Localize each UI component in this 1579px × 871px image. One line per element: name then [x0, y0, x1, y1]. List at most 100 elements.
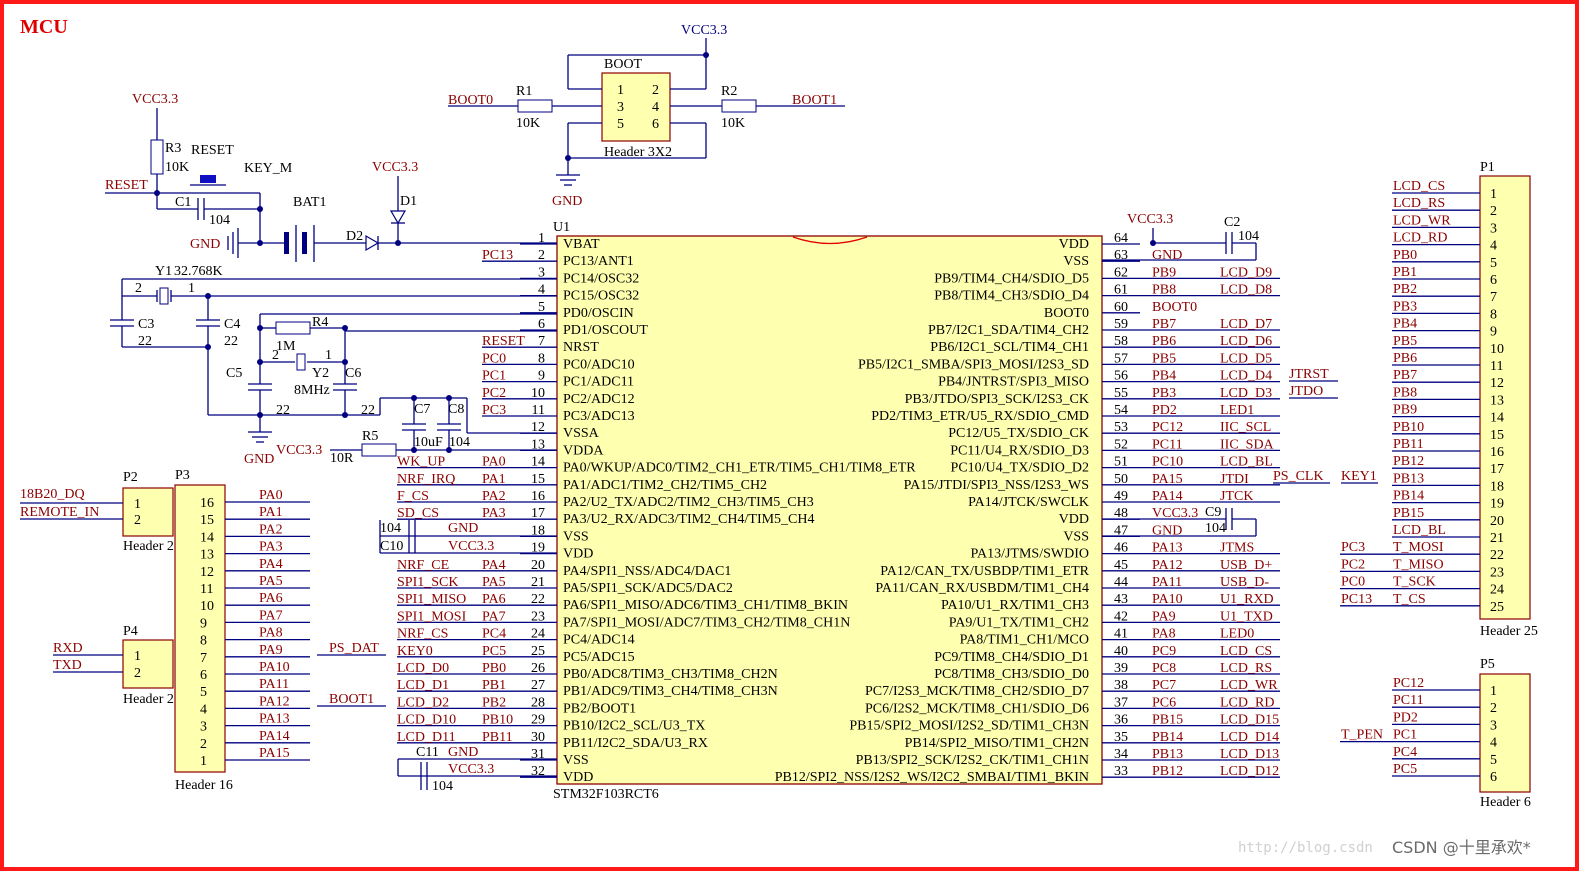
- mcu-net-label: PC1: [482, 369, 506, 384]
- mcu-signal-label: LCD_RD: [1220, 695, 1274, 710]
- mcu-pin-name: VSS: [1063, 529, 1089, 544]
- mcu-signal-label: LCD_D10: [397, 713, 456, 728]
- p1-pin-number: 20: [1490, 514, 1504, 529]
- mcu-pin-number: 8: [538, 351, 545, 366]
- mcu-pin-number: 10: [531, 386, 545, 401]
- p1-net-label: PB11: [1393, 437, 1424, 452]
- p1-pin-number: 16: [1490, 445, 1504, 460]
- mcu-pin-name: PA12/CAN_TX/USBDP/TIM1_ETR: [880, 564, 1089, 579]
- p3-net-label: PA5: [259, 574, 283, 589]
- mcu-net-label: PA1: [482, 472, 506, 487]
- r3-val: 10K: [165, 160, 189, 175]
- mcu-pin-name: VDD: [563, 770, 593, 785]
- mcu-pin-number: 14: [531, 455, 545, 470]
- mcu-pin-number: 1: [538, 231, 545, 246]
- mcu-pin-number: 11: [532, 403, 545, 418]
- mcu-net-label: VCC3.3: [1152, 506, 1198, 521]
- p1-net-label: PB15: [1393, 506, 1424, 521]
- mcu-pin-number: 51: [1114, 455, 1128, 470]
- mcu-net-label: PB7: [1152, 317, 1176, 332]
- p3-pin-number: 9: [200, 616, 207, 631]
- mcu-pin-name: PA4/SPI1_NSS/ADC4/DAC1: [563, 564, 731, 579]
- mcu-pin-number: 21: [531, 575, 545, 590]
- p5-net-label: PC1: [1393, 728, 1417, 743]
- mcu-pin-number: 55: [1114, 386, 1128, 401]
- c8-ref: C8: [448, 402, 464, 417]
- p1-pin-number: 9: [1490, 325, 1497, 340]
- mcu-signal-label: SPI1_MOSI: [397, 609, 467, 624]
- p1-pin-number: 6: [1490, 273, 1497, 288]
- mcu-net-label: PB1: [482, 678, 506, 693]
- p1-pin-number: 21: [1490, 531, 1504, 546]
- p3-pin-number: 13: [200, 548, 214, 563]
- boot-vcc-label: VCC3.3: [681, 23, 727, 38]
- mcu-pin-number: 32: [531, 764, 545, 779]
- p4-pin2: 2: [134, 666, 141, 681]
- mcu-pin-name: PA14/JTCK/SWCLK: [968, 495, 1089, 510]
- mcu-pin-name: PA13/JTMS/SWDIO: [970, 547, 1089, 562]
- p5-pin-number: 2: [1490, 701, 1497, 716]
- mcu-pin-name: PB13/SPI2_SCK/I2S2_CK/TIM1_CH1N: [856, 753, 1089, 768]
- mcu-body: [556, 235, 1103, 785]
- mcu-pin-number: 64: [1114, 231, 1128, 246]
- mcu-signal-label: LCD_D4: [1220, 369, 1272, 384]
- mcu-signal-label: LCD_D11: [397, 730, 456, 745]
- mcu-pin-name: PA5/SPI1_SCK/ADC5/DAC2: [563, 581, 733, 596]
- mcu-pin-number: 7: [538, 334, 545, 349]
- mcu-signal-label: LCD_D1: [397, 678, 449, 693]
- p3-pin-number: 3: [200, 720, 207, 735]
- p5-net-label: PC12: [1393, 676, 1424, 691]
- y1-pin1: 1: [188, 281, 195, 296]
- mcu-net-label: PC0: [482, 351, 506, 366]
- mcu-pin-number: 19: [531, 541, 545, 556]
- mcu-pin-number: 31: [531, 747, 545, 762]
- c7-junction: [411, 395, 417, 401]
- mcu-net-label: PA12: [1152, 558, 1183, 573]
- mcu-pin-number: 18: [531, 523, 545, 538]
- mcu-pin-name: PA9/U1_TX/TIM1_CH2: [949, 615, 1089, 630]
- p3-pin-number: 14: [200, 530, 214, 545]
- c9-ref: C9: [1205, 505, 1221, 520]
- p1-pin-number: 18: [1490, 479, 1504, 494]
- mcu-signal-label: NRF_CE: [397, 558, 449, 573]
- y2-junction-r: [342, 359, 348, 365]
- c1-ref: C1: [175, 195, 191, 210]
- y2-val: 8MHz: [294, 383, 330, 398]
- mcu-pin-number: 42: [1114, 609, 1128, 624]
- mcu-pin-name: NRST: [563, 340, 599, 355]
- p3-pin-number: 1: [200, 754, 207, 769]
- mcu-net-label: PC5: [482, 644, 506, 659]
- p3-pin-number: 11: [200, 582, 213, 597]
- mcu-pin-name: PA6/SPI1_MISO/ADC6/TIM3_CH1/TIM8_BKIN: [563, 598, 848, 613]
- p5-pin-number: 5: [1490, 753, 1497, 768]
- mcu-pin-name: PC4/ADC14: [563, 633, 635, 648]
- osc-gnd-symbol: [248, 431, 272, 443]
- p1-pin-number: 2: [1490, 204, 1497, 219]
- p1-outer-label: PC3: [1341, 540, 1365, 555]
- mcu-pin-number: 58: [1114, 334, 1128, 349]
- osc-gnd-label: GND: [244, 452, 274, 467]
- mcu-pin-name: PC2/ADC12: [563, 392, 635, 407]
- p1-pin-number: 10: [1490, 342, 1504, 357]
- mcu-pin-number: 2: [538, 248, 545, 263]
- y2-junction-l: [257, 359, 263, 365]
- bat-cell-a: [284, 232, 289, 254]
- p3-net-label: PA15: [259, 746, 290, 761]
- mcu-signal-label: LCD_D13: [1220, 747, 1279, 762]
- vss31-gnd: GND: [448, 745, 478, 760]
- d2-diode: [365, 234, 380, 252]
- key1-label: KEY1: [1341, 469, 1377, 484]
- p5-net-label: PD2: [1393, 710, 1418, 725]
- boot-pin-3: 3: [617, 100, 624, 115]
- mcu-net-label: PB12: [1152, 764, 1183, 779]
- mcu-pin-name: VBAT: [563, 237, 600, 252]
- d2-ref: D2: [346, 229, 363, 244]
- mcu-pin-name: PA10/U1_RX/TIM1_CH3: [941, 598, 1089, 613]
- mcu-net-label: PA9: [1152, 609, 1176, 624]
- y1-pin2: 2: [135, 281, 142, 296]
- mcu-pin-name: PD2/TIM3_ETR/U5_RX/SDIO_CMD: [871, 409, 1089, 424]
- p2-ref: P2: [123, 470, 138, 485]
- mcu-pin-name: PC12/U5_TX/SDIO_CK: [948, 426, 1089, 441]
- p1-outer-label: PC13: [1341, 592, 1372, 607]
